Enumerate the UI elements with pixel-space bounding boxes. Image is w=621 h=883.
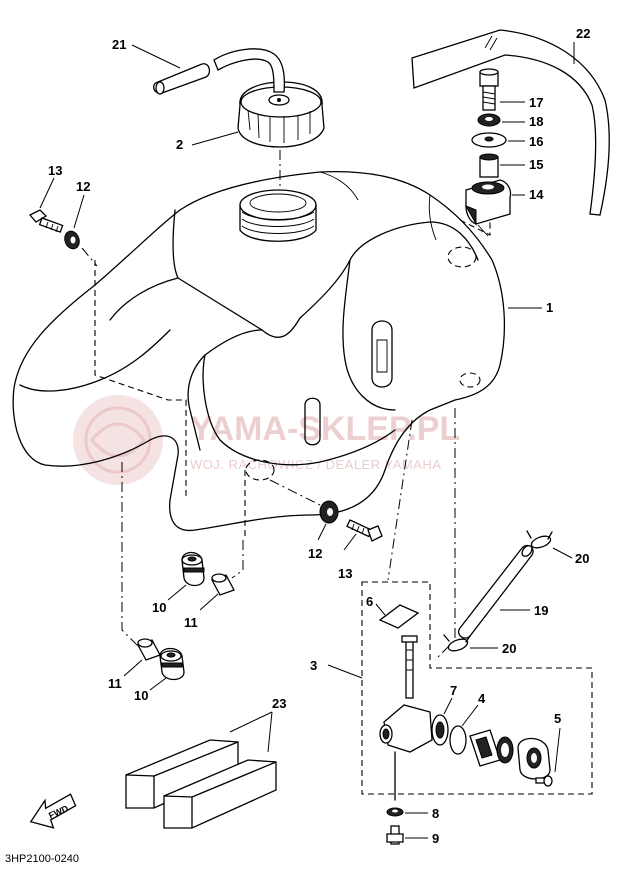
collar-15 (479, 153, 499, 178)
part-label-11-lower: 11 (108, 659, 143, 691)
label-14: 14 (529, 187, 544, 202)
label-1: 1 (546, 300, 553, 315)
label-9: 9 (432, 831, 439, 846)
part-label-14: 14 (512, 187, 544, 202)
label-3: 3 (310, 658, 317, 673)
collar-11-upper (211, 573, 235, 596)
label-18: 18 (529, 114, 543, 129)
label-13-mid: 13 (338, 566, 352, 581)
label-11-lower: 11 (108, 676, 122, 691)
cock-lever (469, 729, 514, 767)
label-12-mid: 12 (308, 546, 322, 561)
part-label-4: 4 (461, 691, 486, 727)
part-label-20-bottom: 20 (470, 641, 516, 656)
label-19: 19 (534, 603, 548, 618)
label-23: 23 (272, 696, 286, 711)
grommet-10-lower (159, 647, 185, 681)
part-label-20-top: 20 (552, 547, 589, 566)
part-label-7: 7 (443, 683, 457, 715)
part-label-11-upper: 11 (184, 593, 219, 630)
label-8: 8 (432, 806, 439, 821)
pad-23-right (163, 759, 277, 829)
label-17: 17 (529, 95, 543, 110)
watermark-text: YAMA-SKLEP.PL (190, 410, 460, 448)
part-label-22: 22 (573, 26, 590, 64)
washer-12-mid (319, 500, 339, 524)
cock-plate (517, 737, 551, 780)
fuel-cap (237, 81, 325, 148)
part-label-6: 6 (366, 594, 386, 616)
fuel-cock (379, 635, 433, 801)
part-label-12-mid: 12 (308, 523, 327, 561)
part-label-23: 23 (229, 696, 286, 753)
bolt-13-top (28, 209, 64, 233)
fuel-tank (12, 170, 506, 540)
fwd-arrow-icon: FWD (29, 793, 77, 829)
screw-9 (386, 825, 404, 845)
part-label-13-top: 13 (39, 163, 62, 209)
grommet-10-upper (181, 551, 205, 587)
part-label-19: 19 (500, 603, 548, 618)
bolt-17 (479, 68, 499, 111)
fuel-hose-19 (457, 544, 534, 639)
label-12-top: 12 (76, 179, 90, 194)
label-15: 15 (529, 157, 543, 172)
label-11-upper: 11 (184, 615, 198, 630)
part-label-3: 3 (310, 658, 363, 679)
label-22: 22 (576, 26, 590, 41)
label-2: 2 (176, 137, 183, 152)
label-4: 4 (478, 691, 486, 706)
breather-hose (152, 48, 286, 95)
part-label-5: 5 (554, 711, 561, 773)
part-label-18: 18 (502, 114, 543, 129)
washer-16 (471, 132, 507, 148)
part-label-1: 1 (508, 300, 553, 315)
label-5: 5 (554, 711, 561, 726)
watermark-subtext: WOJ. RACHOWICZ / DEALER YAMAHA (190, 457, 441, 472)
collar-11-lower (137, 638, 161, 661)
part-label-17: 17 (500, 95, 543, 110)
part-label-10-lower: 10 (134, 677, 167, 703)
label-20-top: 20 (575, 551, 589, 566)
seal-4 (449, 725, 467, 755)
watermark: YAMA-SKLEP.PL WOJ. RACHOWICZ / DEALER YA… (73, 395, 460, 485)
part-label-16: 16 (508, 134, 543, 149)
part-label-13-mid: 13 (338, 533, 357, 581)
gasket-6 (378, 604, 420, 629)
label-21: 21 (112, 37, 126, 52)
label-6: 6 (366, 594, 373, 609)
screw-5 (535, 775, 553, 787)
diagram-code: 3HP2100-0240 (5, 853, 79, 865)
bolt-13-mid (346, 519, 383, 542)
damper-14 (464, 179, 512, 226)
label-16: 16 (529, 134, 543, 149)
tank-band (411, 29, 610, 216)
washer-8 (386, 807, 404, 817)
label-7: 7 (450, 683, 457, 698)
part-label-15: 15 (500, 157, 543, 172)
part-label-8: 8 (405, 806, 439, 821)
label-20-bottom: 20 (502, 641, 516, 656)
part-label-12-top: 12 (73, 179, 90, 229)
o-ring-7 (431, 714, 449, 746)
label-10-lower: 10 (134, 688, 148, 703)
label-10-upper: 10 (152, 600, 166, 615)
hose-clip-20-bottom (443, 634, 471, 652)
fuel-cock-assembly-box (361, 581, 593, 795)
part-label-2: 2 (176, 131, 239, 152)
hose-clip-20-top (526, 530, 553, 549)
washer-18 (477, 113, 501, 127)
part-label-9: 9 (405, 831, 439, 846)
washer-12-top (64, 230, 80, 250)
label-13-top: 13 (48, 163, 62, 178)
part-label-21: 21 (112, 37, 181, 69)
part-label-10-upper: 10 (152, 584, 187, 615)
